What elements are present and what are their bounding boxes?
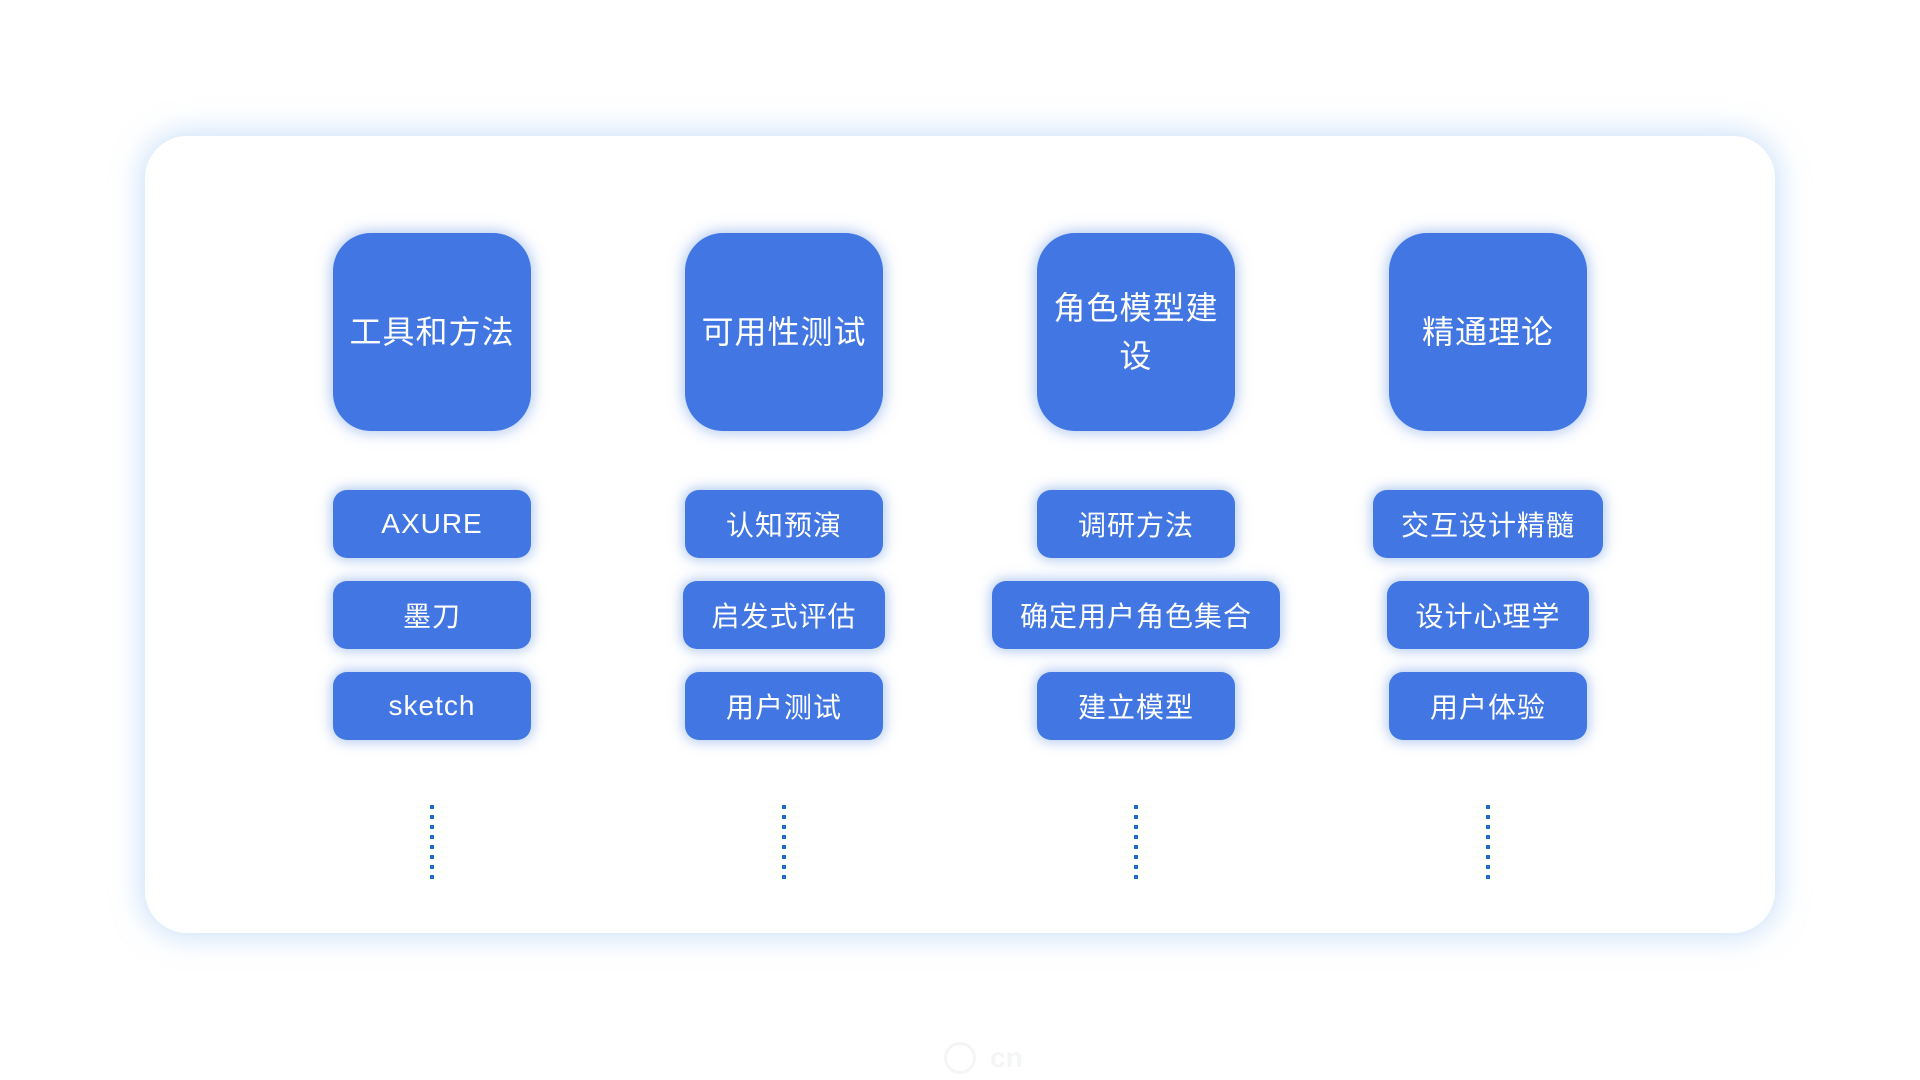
- subtopic-label: 墨刀: [402, 601, 461, 632]
- subtopic-node[interactable]: 启发式评估: [683, 581, 885, 649]
- collapsed-children-dots-indicator[interactable]: [1134, 805, 1138, 881]
- subtopic-node[interactable]: 确定用户角色集合: [991, 581, 1280, 649]
- mindmap-branch: 可用性测试 认知预演启发式评估用户测试: [608, 136, 960, 933]
- subtopic-node[interactable]: 设计心理学: [1387, 581, 1589, 649]
- subtopic-node[interactable]: AXURE: [333, 490, 531, 558]
- subtopic-label: 交互设计精髓: [1400, 510, 1575, 541]
- main-topic-label: 工具和方法: [349, 314, 515, 350]
- subtopic-node[interactable]: 认知预演: [684, 490, 883, 558]
- subtopic-label: sketch: [388, 690, 476, 721]
- main-topic-node[interactable]: 精通理论: [1389, 233, 1587, 431]
- watermark: cn: [944, 1042, 1023, 1074]
- subtopic-list: 调研方法确定用户角色集合建立模型: [991, 490, 1280, 740]
- mindmap-branch: 工具和方法 AXURE 墨刀 sketch: [256, 136, 608, 933]
- subtopic-list: 交互设计精髓设计心理学用户体验: [1372, 490, 1603, 740]
- main-topic-label: 精通理论: [1421, 314, 1554, 350]
- subtopic-label: 确定用户角色集合: [1019, 601, 1252, 632]
- mindmap-branch: 角色模型建设 调研方法确定用户角色集合建立模型: [960, 136, 1312, 933]
- main-topic-label: 可用性测试: [701, 314, 867, 350]
- subtopic-node[interactable]: 墨刀: [333, 581, 531, 649]
- subtopic-list: 认知预演启发式评估用户测试: [683, 490, 885, 740]
- collapsed-children-dots-indicator[interactable]: [430, 805, 434, 881]
- mindmap-branch: 精通理论 交互设计精髓设计心理学用户体验: [1312, 136, 1664, 933]
- subtopic-list: AXURE 墨刀 sketch: [333, 490, 531, 740]
- main-topic-label: 角色模型建设: [1053, 290, 1219, 374]
- subtopic-node[interactable]: 调研方法: [1036, 490, 1235, 558]
- subtopic-node[interactable]: 用户体验: [1388, 672, 1587, 740]
- subtopic-label: 建立模型: [1077, 692, 1194, 723]
- subtopic-label: 认知预演: [725, 510, 842, 541]
- watermark-label: cn: [990, 1042, 1023, 1073]
- main-topic-node[interactable]: 可用性测试: [685, 233, 883, 431]
- collapsed-children-dots-indicator[interactable]: [782, 805, 786, 881]
- subtopic-node[interactable]: 用户测试: [684, 672, 883, 740]
- subtopic-label: 用户体验: [1429, 692, 1546, 723]
- subtopic-label: 设计心理学: [1415, 601, 1561, 632]
- subtopic-label: 用户测试: [725, 692, 842, 723]
- main-topic-node[interactable]: 角色模型建设: [1037, 233, 1235, 431]
- subtopic-node[interactable]: sketch: [333, 672, 531, 740]
- subtopic-node[interactable]: 交互设计精髓: [1372, 490, 1603, 558]
- main-topic-node[interactable]: 工具和方法: [333, 233, 531, 431]
- subtopic-node[interactable]: 建立模型: [1036, 672, 1235, 740]
- subtopic-label: 调研方法: [1077, 510, 1194, 541]
- watermark-logo-icon: [944, 1042, 976, 1074]
- subtopic-label: 启发式评估: [711, 601, 857, 632]
- collapsed-children-dots-indicator[interactable]: [1486, 805, 1490, 881]
- subtopic-label: AXURE: [381, 508, 483, 539]
